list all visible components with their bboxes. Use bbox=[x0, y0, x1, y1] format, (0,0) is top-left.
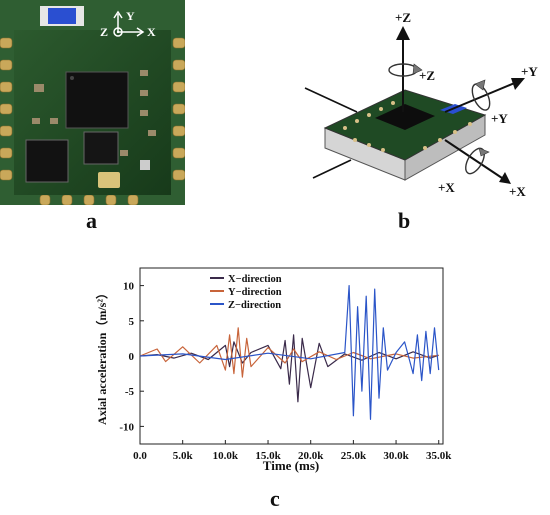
panel-b-label: b bbox=[398, 208, 411, 233]
y-tick-label: -5 bbox=[125, 386, 135, 398]
y-tick-label: 5 bbox=[129, 316, 135, 328]
panel-c-chart: 0.0 5.0k 10.0k 15.0k 20.0k 25.0k 30.0k 35.0k 10 5… bbox=[90, 258, 460, 480]
legend-label: Z−direction bbox=[228, 300, 281, 311]
y-tick-label: 0 bbox=[129, 351, 135, 363]
legend-label: Y−direction bbox=[228, 287, 282, 298]
y-tick-label: -10 bbox=[119, 421, 134, 433]
axes-diagram: +Z +Z +Y +Y +X +X bbox=[304, 10, 538, 199]
panel-a-photo: Y Z X bbox=[0, 0, 186, 206]
photo-axis-z-label: Z bbox=[100, 25, 108, 39]
series-line-x bbox=[139, 334, 439, 403]
x-tick-label: 15.0k bbox=[255, 450, 281, 462]
photo-axis-y-label: Y bbox=[126, 9, 135, 23]
x-tick-label: 35.0k bbox=[426, 450, 452, 462]
diagram-axis-py-label: +Y bbox=[521, 64, 538, 79]
y-tick-label: 10 bbox=[123, 281, 135, 293]
series-line-z bbox=[139, 285, 440, 420]
panel-b-diagram: +Z +Z +Y +Y +X +X bbox=[295, 0, 550, 210]
x-tick-label: 25.0k bbox=[341, 450, 367, 462]
x-tick-label: 20.0k bbox=[298, 450, 324, 462]
x-tick-label: 0.0 bbox=[133, 450, 147, 462]
y-axis-label: Axial acceleration（m/s²） bbox=[94, 287, 109, 425]
diagram-axis-px-label: +X bbox=[509, 184, 526, 199]
legend-label: X−direction bbox=[228, 274, 282, 285]
sensor-board-image: Y Z X bbox=[0, 0, 186, 206]
acceleration-chart: 0.0 5.0k 10.0k 15.0k 20.0k 25.0k 30.0k 35.0k 10 5… bbox=[94, 267, 452, 473]
panel-a-label: a bbox=[86, 208, 97, 233]
x-tick-label: 10.0k bbox=[213, 450, 239, 462]
diagram-axis-rz-label: +Z bbox=[419, 68, 435, 83]
x-axis-label: Time (ms) bbox=[263, 458, 319, 473]
photo-axis-x-label: X bbox=[147, 25, 156, 39]
diagram-axis-rx-label: +X bbox=[438, 180, 455, 195]
x-tick-label: 5.0k bbox=[173, 450, 194, 462]
diagram-axis-ry-label: +Y bbox=[491, 111, 508, 126]
x-tick-label: 30.0k bbox=[383, 450, 409, 462]
diagram-axis-pz-label: +Z bbox=[395, 10, 411, 25]
panel-c-label: c bbox=[270, 486, 280, 511]
